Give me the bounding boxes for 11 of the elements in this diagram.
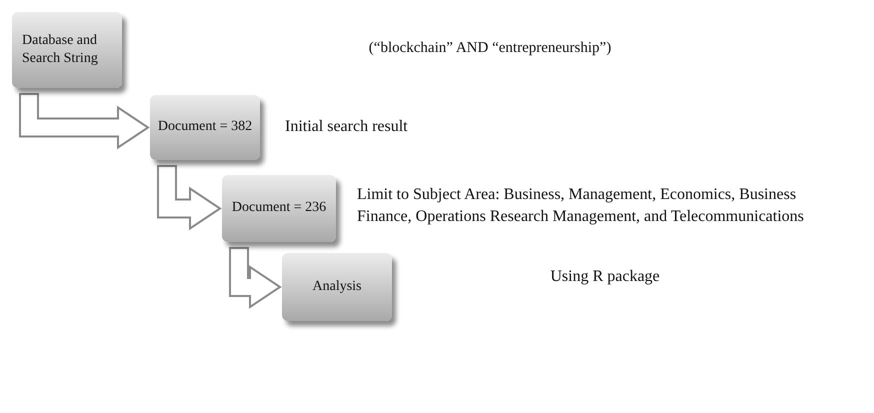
description-text: Using R package [549,267,661,287]
hollow-arrow [229,247,282,309]
process-box: Document = 382 [150,95,260,160]
description-text: Initial search result [285,117,409,137]
description-text: Limit to Subject Area: Business, Management, Economics, Business Finance, Operations Research Management, and Telecommunications [357,185,805,227]
process-box: Document = 236 [222,175,336,242]
process-box: Database and Search String [12,12,122,88]
process-box: Analysis [282,253,392,321]
description-text: (“blockchain” AND “entrepreneurship”) [368,39,612,58]
hollow-arrow [157,165,222,230]
hollow-arrow [19,93,150,150]
